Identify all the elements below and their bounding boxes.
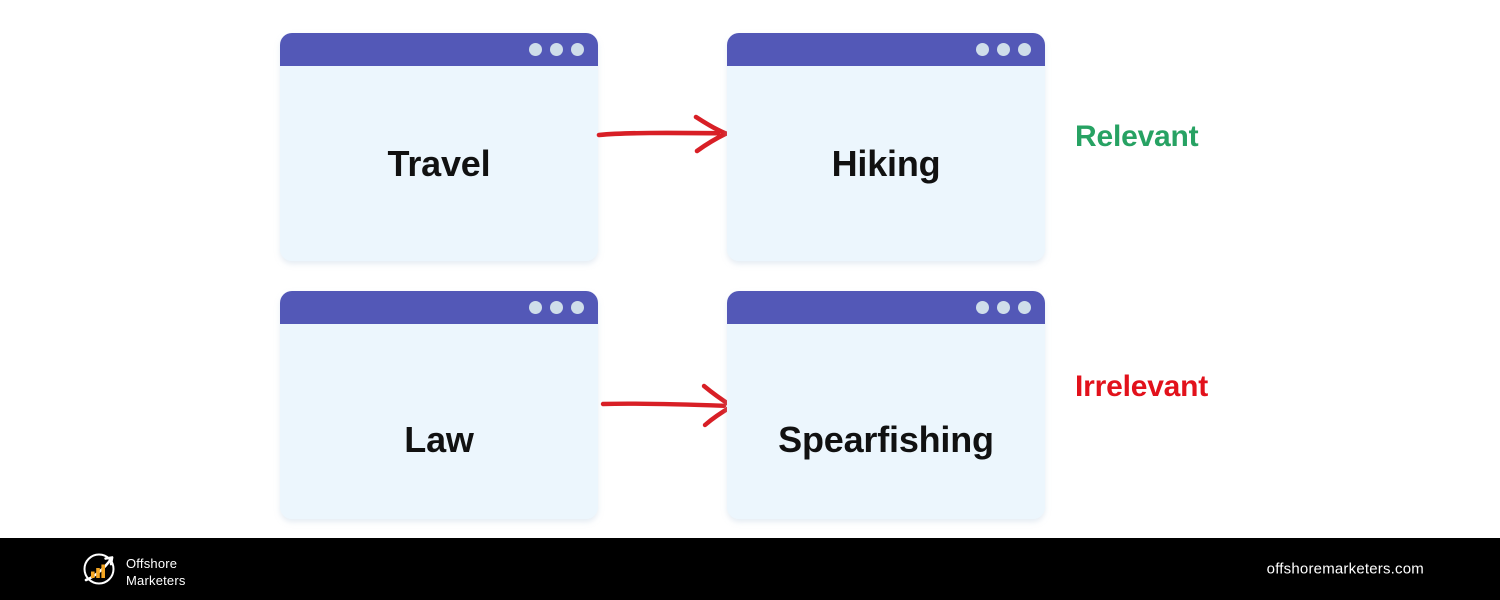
window-control-dots (976, 301, 1031, 314)
window-content: Spearfishing (727, 324, 1045, 519)
window-dot-icon (550, 43, 563, 56)
window-control-dots (976, 43, 1031, 56)
browser-window-law[interactable]: Law (280, 291, 598, 519)
brand-logo-line2: Marketers (126, 572, 186, 588)
brand-logo-text: Offshore Marketers (126, 555, 186, 589)
brand-logo[interactable]: Offshore Marketers (80, 550, 186, 593)
window-dot-icon (571, 43, 584, 56)
window-dot-icon (571, 301, 584, 314)
window-content: Law (280, 324, 598, 519)
window-dot-icon (1018, 301, 1031, 314)
window-content: Hiking (727, 66, 1045, 261)
window-titlebar (727, 33, 1045, 66)
browser-window-hiking[interactable]: Hiking (727, 33, 1045, 261)
window-dot-icon (976, 301, 989, 314)
window-control-dots (529, 301, 584, 314)
window-dot-icon (997, 301, 1010, 314)
browser-window-spearfishing[interactable]: Spearfishing (727, 291, 1045, 519)
footer-website-url[interactable]: offshoremarketers.com (1266, 560, 1424, 578)
offshore-marketers-logo-icon (80, 550, 118, 593)
verdict-label-irrelevant: Irrelevant (1075, 370, 1209, 403)
window-dot-icon (997, 43, 1010, 56)
window-titlebar (280, 33, 598, 66)
footer-bar: Offshore Marketers offshoremarketers.com (0, 538, 1500, 600)
window-titlebar (280, 291, 598, 324)
arrow-travel-to-hiking (596, 108, 736, 160)
window-dot-icon (529, 301, 542, 314)
window-dot-icon (529, 43, 542, 56)
window-titlebar (727, 291, 1045, 324)
window-title-travel: Travel (387, 142, 491, 184)
window-dot-icon (1018, 43, 1031, 56)
window-dot-icon (976, 43, 989, 56)
window-dot-icon (550, 301, 563, 314)
window-title-law: Law (404, 418, 474, 460)
arrow-law-to-spearfishing (600, 380, 740, 432)
window-content: Travel (280, 66, 598, 261)
verdict-label-relevant: Relevant (1075, 120, 1199, 153)
window-title-spearfishing: Spearfishing (778, 418, 994, 460)
window-control-dots (529, 43, 584, 56)
window-title-hiking: Hiking (831, 142, 941, 184)
browser-window-travel[interactable]: Travel (280, 33, 598, 261)
brand-logo-line1: Offshore (126, 555, 178, 571)
